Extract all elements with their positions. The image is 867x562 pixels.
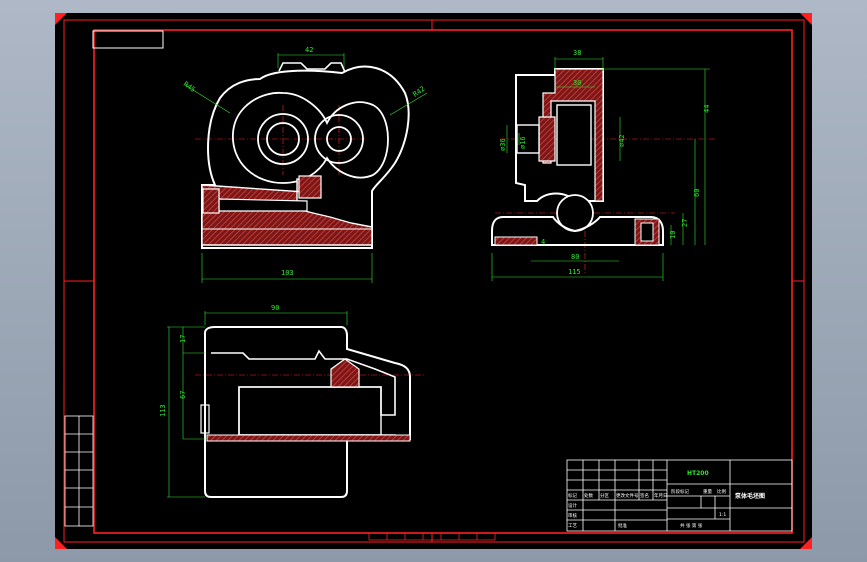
dim-side-h4: 10 (669, 231, 677, 239)
plan-bottom-hatch (206, 434, 411, 442)
title-label-approve: 批准 (618, 522, 627, 529)
inner-frame (93, 29, 793, 534)
title-label-sheets: 共 张 第 张 (680, 522, 703, 529)
title-row-label-2: 处数 (584, 492, 593, 499)
plan-view: 90 17 67 113 (159, 304, 425, 498)
title-label-stage: 阶段标记 (671, 488, 689, 495)
base-section-hatch (201, 178, 373, 246)
front-dim-lines (184, 53, 428, 283)
dim-plan-left2: 67 (179, 391, 187, 399)
title-row-label-3: 分区 (600, 492, 609, 499)
dim-side-h2: 60 (693, 189, 701, 197)
bore-right-inner (326, 126, 352, 152)
front-view: 42 103 R45 R42 (182, 46, 428, 283)
dim-dia-bore: ⌀42 (618, 134, 626, 147)
dim-plan-width: 90 (271, 304, 279, 312)
channel (218, 198, 308, 212)
title-label-review: 审核 (568, 512, 577, 519)
bore-left-inner (266, 122, 300, 156)
dim-side-h3: 27 (681, 219, 689, 227)
bore-left (257, 113, 309, 165)
dim-radius-right: R42 (412, 85, 427, 99)
side-boss-hatch (538, 116, 556, 162)
bottom-strip (368, 532, 496, 541)
dim-radius-left: R45 (182, 80, 197, 94)
plan-tab (200, 404, 210, 434)
corner-marks (55, 13, 812, 549)
title-row-label-6: 年月日 (654, 492, 668, 499)
cad-drawing: 42 103 R45 R42 (55, 13, 812, 549)
inner-cavity (232, 92, 389, 184)
dim-side-small: 4 (541, 238, 545, 246)
plan-boss-hatch (330, 358, 360, 388)
title-scale: 1:1 (719, 512, 726, 518)
dim-dia-inner: ⌀16 (519, 136, 527, 149)
side-dim-lines (491, 57, 710, 281)
dim-side-h1: 44 (703, 105, 711, 113)
dim-side-base: 80 (571, 253, 579, 261)
dim-top-width: 42 (305, 46, 313, 54)
dim-plan-left1: 17 (179, 335, 187, 343)
title-row-label-4: 更改文件号 (616, 492, 639, 499)
plan-rect (238, 386, 382, 436)
dim-dia-left: ⌀36 (499, 138, 507, 151)
port-mid (298, 175, 322, 199)
side-base-hatch (494, 236, 538, 246)
title-part-name: 泵体毛坯图 (735, 492, 765, 500)
side-base-port (640, 222, 654, 242)
outer-frame (63, 19, 805, 543)
dim-plan-total: 113 (159, 404, 167, 417)
dim-side-top: 38 (573, 49, 581, 57)
dim-front-width: 103 (281, 269, 294, 277)
side-boss (516, 124, 540, 154)
dim-side-total: 115 (568, 268, 581, 276)
side-view: 38 30 ⌀36 ⌀16 ⌀42 44 60 27 10 4 80 115 (491, 49, 715, 281)
port-left (202, 188, 220, 214)
title-label-ratio: 比例 (717, 488, 726, 495)
title-label-process: 工艺 (568, 523, 577, 529)
bore-right (314, 114, 364, 164)
title-label-weight: 重量 (703, 488, 712, 495)
side-cavity (556, 104, 592, 166)
center-marks (64, 20, 804, 542)
side-center-lines (495, 138, 715, 273)
plan-dim-lines (167, 311, 348, 498)
label-box (92, 30, 164, 49)
title-label-design: 设计 (568, 502, 577, 509)
title-material: HT200 (687, 470, 709, 477)
drawing-sheet: 42 103 R45 R42 (55, 13, 812, 549)
plan-outline (204, 326, 411, 498)
dim-side-inner: 30 (573, 79, 581, 87)
top-notch (278, 62, 346, 73)
title-row-label-1: 标记 (568, 492, 577, 499)
title-row-label-5: 签名 (640, 492, 649, 499)
side-table (64, 415, 94, 527)
side-wall-hatch (542, 68, 604, 202)
title-block: HT200 泵体毛坯图 1:1 标记 处数 分区 更改文件号 签名 年月日 阶段… (566, 459, 793, 532)
